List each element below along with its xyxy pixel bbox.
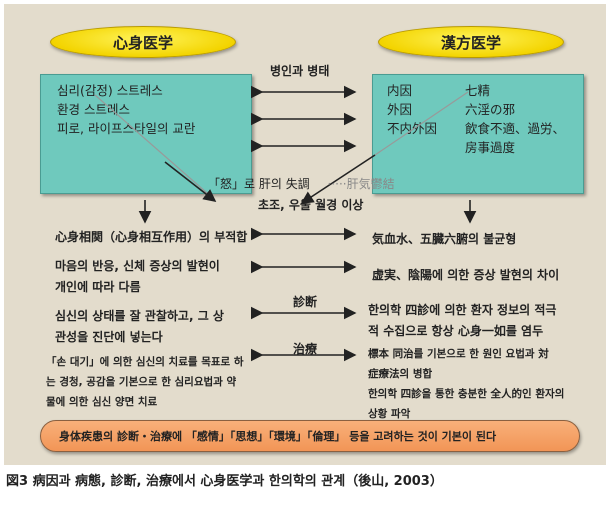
figure-caption: 図3 病因과 病態, 診断, 治療에서 心身医学과 한의학의 관계（後山, 20… [6, 474, 443, 489]
cause-item: 피로, 라이프스타일의 교란 [57, 121, 196, 136]
diagnosis-label: 診断 [293, 295, 318, 309]
cause-item: 房事過度 [465, 140, 516, 155]
cause-item: 内因七精 [387, 83, 491, 98]
row1-left: 心身相関（心身相互作用）의 부적합 [55, 230, 248, 244]
etiology-label: 병인과 병태 [270, 64, 330, 78]
kampo-causes-box: 内因七精 外因六淫の邪 不内外因飲食不適、過労、 房事過度 [372, 74, 584, 194]
row2-right: 虚実、陰陽에 의한 증상 발현의 차이 [372, 268, 560, 282]
psychosomatic-header: 心身医学 [50, 26, 236, 58]
diagonal-line [94, 94, 216, 201]
row1-right: 気血水、五臓六腑의 불균형 [372, 232, 517, 246]
kampo-header: 漢方医学 [378, 26, 564, 58]
cause-item: 심리(감정) 스트레스 [57, 83, 163, 98]
symptom-text: 초조, 우울 월경 이상 [258, 198, 364, 212]
cause-item: 환경 스트레스 [57, 102, 130, 117]
anger-liver-text: 「怒」로 肝의 失調 ·····肝気鬱結 [208, 177, 395, 191]
diagonal-line [374, 91, 469, 156]
cause-item: 不内外因飲食不適、過労、 [387, 121, 566, 136]
diagonal-arrow [164, 161, 217, 202]
treatment-label: 治療 [293, 342, 318, 356]
psychosomatic-causes-box: 심리(감정) 스트레스 환경 스트레스 피로, 라이프스타일의 교란 [40, 74, 252, 194]
diagonal-arrow [300, 154, 376, 204]
cause-item: 外因六淫の邪 [387, 102, 516, 117]
summary-banner: 身体疾患의 診断・治療에 「感情」「思想」「環境」「倫理」 등을 고려하는 것이… [40, 420, 580, 452]
